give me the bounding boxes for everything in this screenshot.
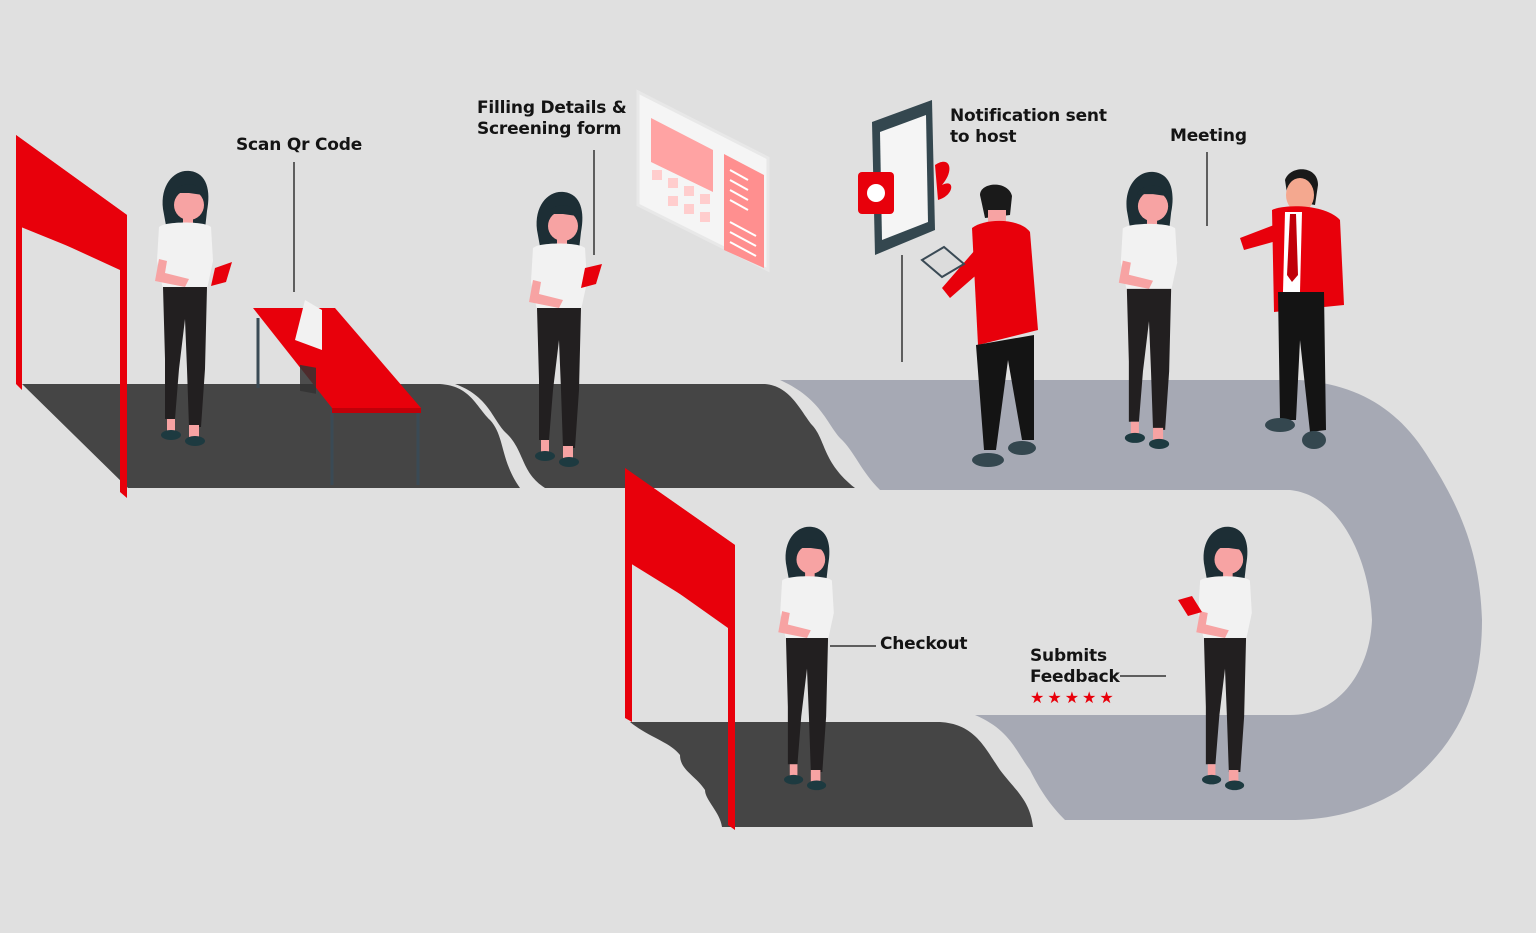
qr-code-icon <box>295 300 322 394</box>
step-label-filling-details: Filling Details & Screening form <box>477 98 627 140</box>
smartphone-icon <box>211 262 232 286</box>
step-label-line: Screening form <box>477 119 622 139</box>
host-figure-meeting <box>1240 169 1344 449</box>
path-segment-checkout <box>630 722 1033 827</box>
host-figure-notified <box>920 184 1038 467</box>
step-label-line: Filling Details & <box>477 98 627 118</box>
bell-notification-icon <box>858 172 894 214</box>
step-label-line: Submits <box>1030 646 1107 666</box>
step-label-scan-qr-code: Scan Qr Code <box>236 135 363 155</box>
leader-lines <box>293 150 1208 677</box>
entry-gate-icon <box>16 135 127 498</box>
step-label-notification: Notification sent to host <box>950 106 1107 148</box>
step-label-checkout: Checkout <box>880 634 968 654</box>
smartphone-notification-icon <box>858 100 952 255</box>
step-label-feedback: Submits Feedback <box>1030 646 1120 688</box>
smartphone-icon <box>1178 596 1202 616</box>
tablet-icon <box>920 245 966 279</box>
path-segment-form <box>455 384 855 488</box>
path-segment-entry <box>22 384 520 488</box>
path-segment-host-meeting <box>780 380 1482 820</box>
form-screen-icon <box>636 89 770 273</box>
step-label-meeting: Meeting <box>1170 126 1247 146</box>
star-rating-icon: ★★★★★ <box>1030 688 1117 707</box>
exit-gate-icon <box>625 468 735 830</box>
step-label-line: Feedback <box>1030 667 1120 687</box>
step-label-line: to host <box>950 127 1017 147</box>
step-label-line: Notification sent <box>950 106 1107 126</box>
smartphone-icon <box>581 264 602 288</box>
qr-table <box>253 300 421 485</box>
